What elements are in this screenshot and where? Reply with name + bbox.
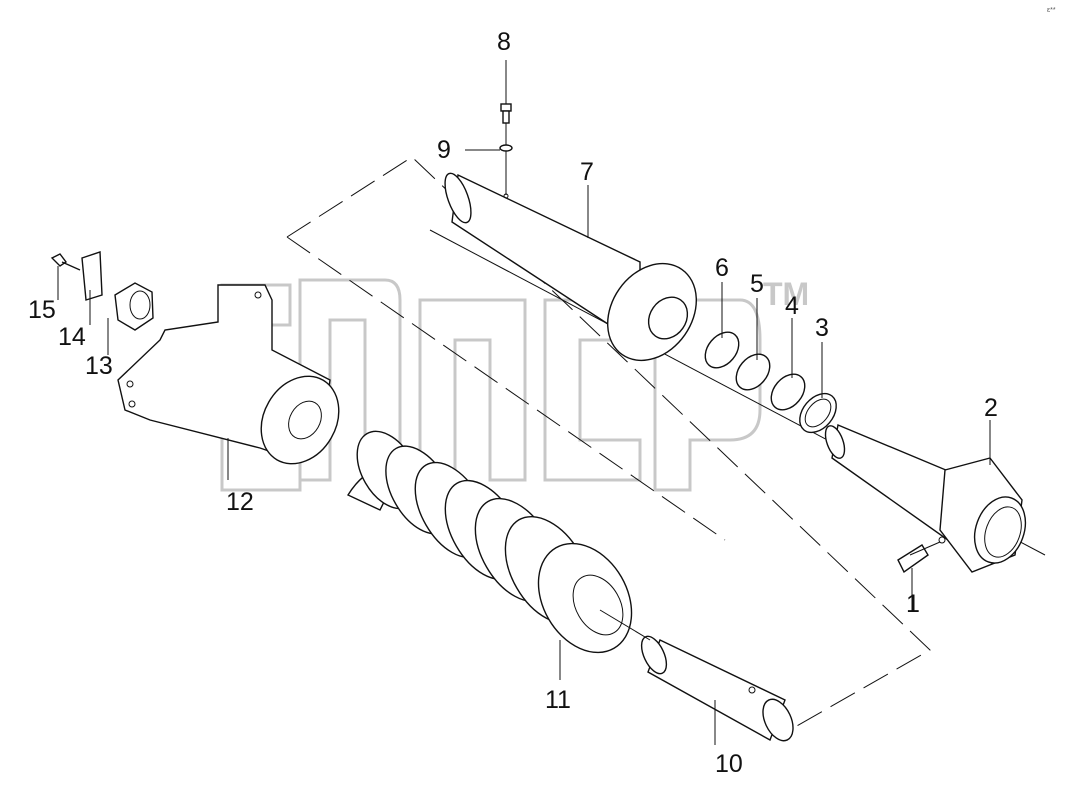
part-14-lock-plate [81,251,103,301]
assembly-dashed-outline [286,156,931,728]
part-8-bolt [500,60,512,195]
part-2-cylinder-body [824,424,1027,573]
label-9: 9 [437,136,451,164]
part-9-washer [465,144,513,152]
part-10-rod [599,609,794,742]
label-13: 13 [85,352,113,380]
part-7-cylinder [444,172,698,362]
part-11-spring [346,430,633,654]
corner-mark: ε** [1047,7,1056,14]
label-8: 8 [497,28,511,56]
leader-lines [89,185,991,745]
label-15: 15 [28,296,56,324]
part-labels: 1 2 3 4 5 6 7 8 9 10 11 12 13 14 15 [28,28,998,778]
part-15-bolt [50,253,81,300]
label-6: 6 [715,254,729,282]
part-13-nut [114,282,154,331]
part-6-oring [704,331,740,369]
label-1: 1 [906,590,920,618]
label-2: 2 [984,394,998,422]
part-1-grease-fitting [897,541,941,574]
label-14: 14 [58,323,86,351]
label-5: 5 [750,270,764,298]
label-11: 11 [545,686,571,714]
watermark-tm: TM [763,276,809,312]
part-3-seal [799,392,837,434]
part-5-oring [735,353,771,391]
label-7: 7 [580,158,594,186]
part-4-oring [770,373,806,411]
label-4: 4 [785,292,799,320]
part-12-yoke [117,284,340,465]
label-3: 3 [815,314,829,342]
label-12: 12 [226,488,254,516]
label-10: 10 [715,750,743,778]
